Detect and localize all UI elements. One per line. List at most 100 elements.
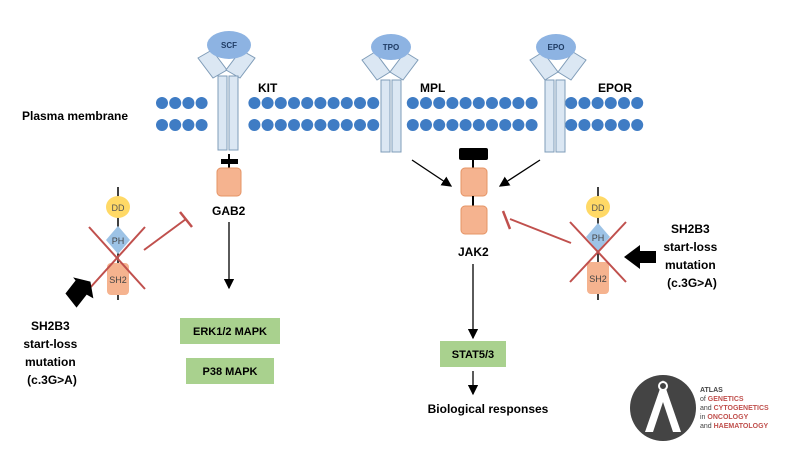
membrane-bead <box>459 97 472 109</box>
left-mutation-line-4: (c.3G>A) <box>27 373 77 387</box>
membrane-bead <box>274 119 287 131</box>
membrane-bead <box>156 97 168 109</box>
membrane-bead <box>288 97 300 109</box>
stat-box <box>440 341 506 367</box>
right-mutation-line-3: mutation <box>665 258 716 272</box>
logo-line-3: and CYTOGENETICS <box>700 405 769 412</box>
gab2-label: GAB2 <box>212 204 246 218</box>
right-mutation-text: SH2B3 start-loss mutation (c.3G>A) <box>663 222 720 290</box>
membrane-bead <box>327 119 340 131</box>
membrane-bead <box>248 119 261 131</box>
gab2-docking-bar <box>221 159 238 164</box>
membrane-bead <box>512 97 525 109</box>
logo-line-2: of GENETICS <box>700 396 744 403</box>
p38-label: P38 MAPK <box>202 366 257 378</box>
membrane-bead <box>578 119 591 131</box>
erk-box <box>180 318 280 344</box>
left-mutation-line-1: SH2B3 <box>31 319 70 333</box>
membrane-bead <box>367 119 380 131</box>
mpl-arm-right <box>389 51 419 81</box>
sh2b3-left-sh2 <box>107 263 129 295</box>
membrane-bead <box>591 97 604 109</box>
membrane-bead <box>472 97 485 109</box>
kit-stalk-left <box>217 75 228 151</box>
left-mutation-line-3: mutation <box>25 355 76 369</box>
membrane-bead <box>314 97 327 109</box>
sh2b3-left-sh2-label: SH2 <box>109 275 127 285</box>
membrane-bead <box>565 119 578 131</box>
membrane-bead <box>182 97 195 109</box>
left-mutation-line-2: start-loss <box>23 337 77 351</box>
membrane-bottom-row <box>156 119 644 131</box>
mpl-to-jak2-arrow <box>411 159 453 187</box>
sh2b3-left-ph <box>106 226 130 254</box>
membrane-bead <box>446 97 459 109</box>
membrane-bead <box>565 97 578 109</box>
scf-ligand <box>207 31 251 59</box>
jak2-label: JAK2 <box>458 245 489 259</box>
logo-a-head <box>658 381 668 391</box>
membrane-bead <box>195 97 208 109</box>
membrane-bead <box>459 119 472 131</box>
membrane-bead <box>354 119 366 131</box>
membrane-bead <box>169 97 182 109</box>
membrane-bead <box>406 119 419 131</box>
membrane-bead <box>182 119 195 131</box>
atlas-logo: ATLAS of GENETICS and CYTOGENETICS in ON… <box>630 375 769 441</box>
left-mutation-arrow <box>65 277 94 308</box>
membrane-bead <box>169 119 182 131</box>
membrane-bead <box>406 97 419 109</box>
left-mutation-text: SH2B3 start-loss mutation (c.3G>A) <box>23 319 80 387</box>
membrane-bead <box>195 119 208 131</box>
scf-label: SCF <box>221 41 237 50</box>
sh2b3-right-dd-label: DD <box>592 203 605 213</box>
epo-label: EPO <box>548 43 565 52</box>
membrane-bead <box>367 97 380 109</box>
left-inhibition-bar <box>179 211 193 228</box>
membrane-bead <box>486 97 498 109</box>
responses-label: Biological responses <box>428 402 549 416</box>
sh2b3-right-cross-b <box>569 221 627 283</box>
sh2b3-right-ph <box>586 223 610 251</box>
logo-line-5: and HAEMATOLOGY <box>700 423 769 430</box>
membrane-bead <box>420 97 432 109</box>
jak2-box-lower <box>460 205 488 235</box>
membrane-bead <box>618 97 630 109</box>
right-mutation-line-4: (c.3G>A) <box>667 276 717 290</box>
membrane-bead <box>433 97 446 109</box>
membrane-bead <box>340 97 353 109</box>
jak2-docking-bar <box>459 148 488 160</box>
sh2b3-right-ph-label: PH <box>592 233 605 243</box>
tpo-ligand <box>371 34 411 60</box>
epor-arm-right <box>557 51 587 81</box>
logo-line-1: ATLAS <box>700 387 723 394</box>
tpo-label: TPO <box>383 43 399 52</box>
membrane-bead <box>420 119 432 131</box>
membrane-bead <box>156 119 168 131</box>
membrane-bead <box>433 119 446 131</box>
membrane-label: Plasma membrane <box>22 109 128 123</box>
sh2b3-left: DD PH SH2 <box>88 187 146 300</box>
epo-ligand <box>536 34 576 60</box>
gab2-box <box>216 167 242 197</box>
epor-to-jak2-arrow <box>498 159 541 187</box>
membrane-top-row <box>156 97 644 109</box>
mpl-stalk-right <box>391 79 402 153</box>
mpl-label: MPL <box>420 81 445 95</box>
membrane-bead <box>525 97 538 109</box>
membrane-bead <box>261 119 274 131</box>
membrane-bead <box>499 119 512 131</box>
sh2b3-right-sh2 <box>587 262 609 294</box>
erk-label: ERK1/2 MAPK <box>193 326 267 338</box>
membrane-bead <box>301 119 314 131</box>
membrane-bead <box>446 119 459 131</box>
membrane-bead <box>604 97 617 109</box>
membrane-bead <box>486 119 498 131</box>
logo-line-4: in ONCOLOGY <box>700 414 749 421</box>
stat-label: STAT5/3 <box>452 349 494 361</box>
left-inhibition-line <box>143 218 187 251</box>
right-inhibition-bar <box>501 210 512 230</box>
membrane-bead <box>354 97 366 109</box>
